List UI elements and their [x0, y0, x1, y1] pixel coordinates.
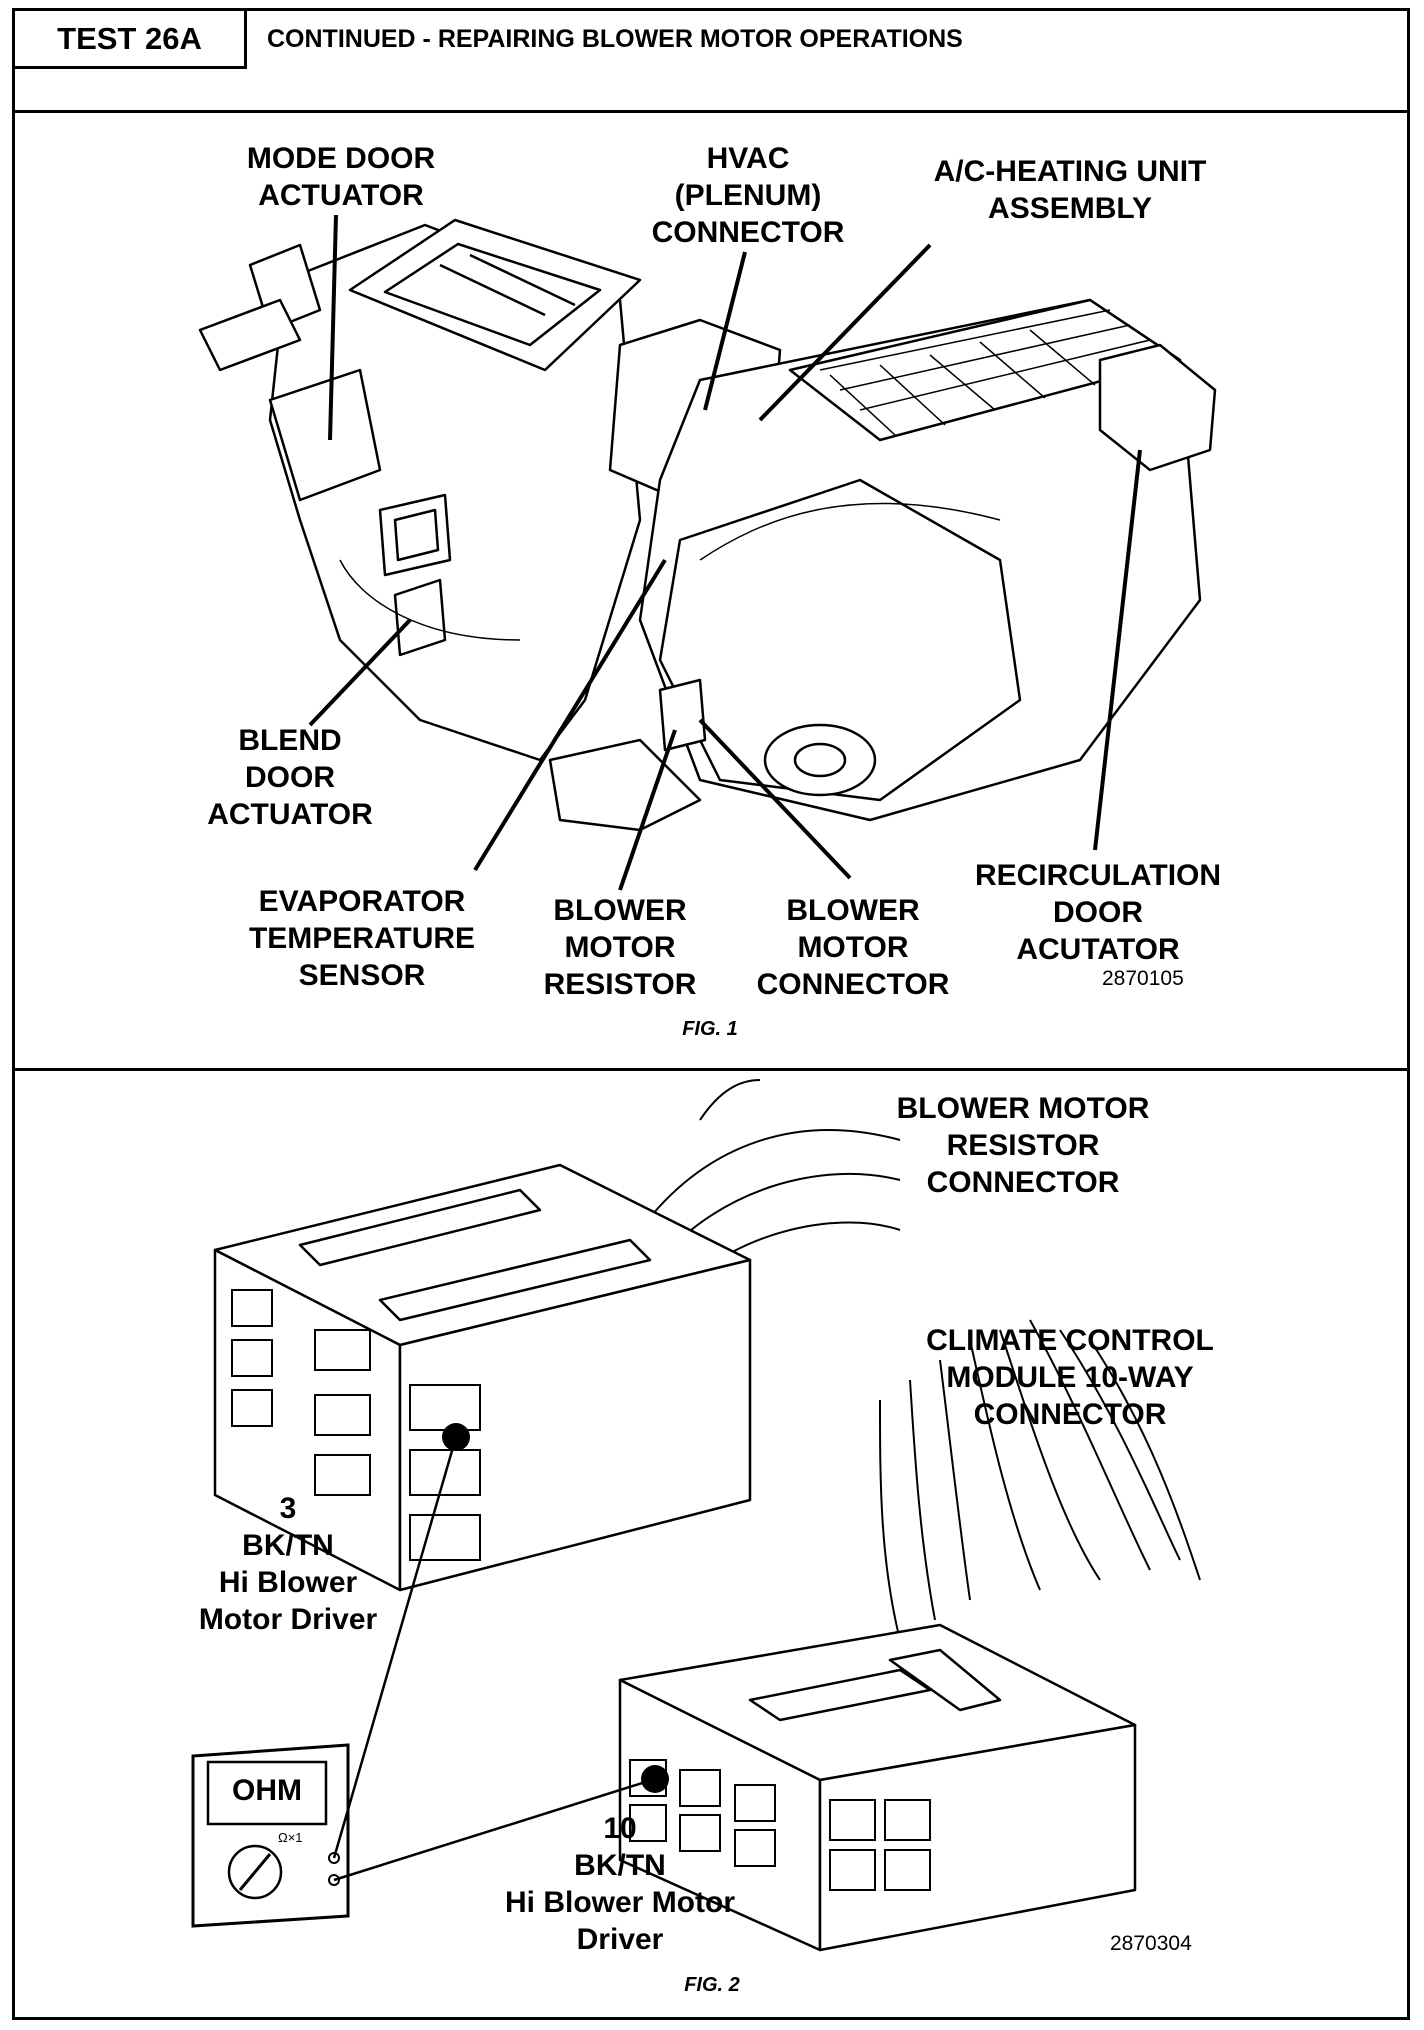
- figure1-caption: FIG. 1: [682, 1018, 738, 1040]
- label-hvac-plenum-connector: HVAC (PLENUM) CONNECTOR: [651, 142, 845, 249]
- label-pin-10: 10 BK/TN Hi Blower Motor Driver: [505, 1812, 735, 1956]
- label-recirculation-door-actuator: RECIRCULATION DOOR ACUTATOR: [974, 859, 1222, 966]
- label-ccm-10-way-connector: CLIMATE CONTROL MODULE 10-WAY CONNECTOR: [926, 1324, 1214, 1431]
- figure1-image-code: 2870105: [1102, 967, 1184, 990]
- label-blend-door-actuator: BLEND DOOR ACTUATOR: [207, 724, 373, 831]
- header-divider: [15, 110, 1407, 113]
- test-id: TEST 26A: [15, 11, 247, 69]
- label-ac-heating-unit: A/C-HEATING UNIT ASSEMBLY: [933, 155, 1207, 225]
- label-mode-door-actuator: MODE DOOR ACTUATOR: [246, 142, 436, 212]
- figure-divider: [15, 1068, 1407, 1071]
- meter-display: OHM: [232, 1774, 302, 1807]
- service-manual-page: TEST 26A CONTINUED - REPAIRING BLOWER MO…: [12, 8, 1410, 2020]
- label-blower-motor-connector: BLOWER MOTOR CONNECTOR: [756, 894, 950, 1001]
- label-resistor-connector: BLOWER MOTOR RESISTOR CONNECTOR: [896, 1092, 1150, 1199]
- label-pin-3: 3 BK/TN Hi Blower Motor Driver: [198, 1492, 378, 1636]
- meter-range-label: Ω×1: [278, 1830, 303, 1845]
- ohmmeter: [191, 1743, 350, 1928]
- label-evaporator-sensor: EVAPORATOR TEMPERATURE SENSOR: [248, 885, 476, 992]
- page-title: CONTINUED - REPAIRING BLOWER MOTOR OPERA…: [267, 25, 963, 53]
- label-blower-motor-resistor: BLOWER MOTOR RESISTOR: [543, 894, 697, 1001]
- figure2-caption: FIG. 2: [684, 1974, 740, 1996]
- figure2-image-code: 2870304: [1110, 1932, 1192, 1955]
